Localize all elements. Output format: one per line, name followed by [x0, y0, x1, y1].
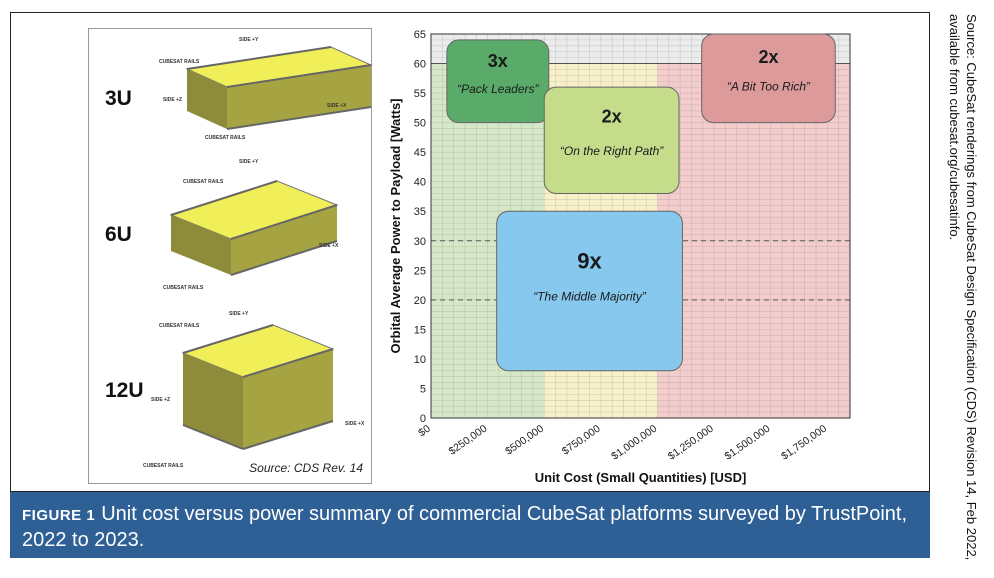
- y-tick-label-5: 25: [414, 265, 426, 277]
- x-tick-label-5: $1,250,000: [666, 423, 716, 463]
- rendering-12u-label-0: CUBESAT RAILS: [159, 323, 200, 329]
- group-box-3: [496, 210, 683, 372]
- rendering-6u-label-3: CUBESAT RAILS: [163, 285, 204, 291]
- group-count-2: 2x: [758, 47, 778, 67]
- rendering-3u-label-4: CUBESAT RAILS: [205, 135, 246, 141]
- rendering-12u-label-4: CUBESAT RAILS: [143, 463, 184, 469]
- y-tick-label-4: 20: [414, 295, 426, 307]
- rendering-6u-label-0: CUBESAT RAILS: [183, 179, 224, 185]
- y-tick-label-8: 40: [414, 177, 426, 189]
- y-tick-label-1: 5: [420, 383, 426, 395]
- rendering-6u-label-1: SIDE +Y: [239, 159, 259, 165]
- plot-border: [430, 33, 851, 419]
- group-count-3: 9x: [577, 249, 602, 274]
- rendering-3u-label-1: SIDE +Y: [239, 37, 259, 43]
- group-box-0: [446, 39, 550, 124]
- y-tick-label-7: 35: [414, 206, 426, 218]
- rendering-12u-label-3: SIDE +X: [345, 421, 365, 427]
- rendering-3u-label-3: SIDE +X: [327, 103, 347, 109]
- cubesat-3u-label: 3U: [105, 87, 132, 110]
- y-tick-label-3: 15: [414, 324, 426, 336]
- group-count-0: 3x: [488, 51, 508, 71]
- x-tick-label-7: $1,750,000: [779, 423, 829, 463]
- x-tick-label-4: $1,000,000: [609, 423, 659, 463]
- x-tick-label-1: $250,000: [447, 423, 490, 458]
- y-tick-label-6: 30: [414, 236, 426, 248]
- x-tick-label-6: $1,500,000: [723, 423, 773, 463]
- cubesat-6u-label: 6U: [105, 223, 132, 246]
- y-tick-label-12: 60: [414, 59, 426, 71]
- rendering-3u-label-2: SIDE +Z: [163, 97, 183, 103]
- rendering-3u-label-0: CUBESAT RAILS: [159, 59, 200, 65]
- y-tick-label-11: 55: [414, 88, 426, 100]
- x-tick-label-3: $750,000: [560, 423, 603, 458]
- caption-label: FIGURE 1: [22, 507, 96, 524]
- y-tick-label-13: 65: [414, 29, 426, 41]
- rendering-12u-label-2: SIDE +Z: [151, 397, 171, 403]
- rendering-12u-label-1: SIDE +Y: [229, 311, 249, 317]
- x-tick-label-0: $0: [416, 423, 433, 440]
- side-source-note: Source: CubeSat renderings from CubeSat …: [947, 14, 979, 561]
- y-tick-label-9: 45: [414, 147, 426, 159]
- cubesat-renderings: [169, 46, 373, 450]
- group-count-1: 2x: [602, 106, 622, 126]
- y-axis-label: Orbital Average Power to Payload [Watts]: [388, 99, 403, 354]
- group-box-1: [543, 86, 680, 195]
- group-name-1: “On the Right Path”: [560, 144, 664, 158]
- cost-power-chart: 3x “Pack Leaders” 2x “On the Right Path” 2x “…: [388, 29, 851, 485]
- cubesat-3u-rendering: [185, 46, 373, 130]
- x-tick-label-2: $500,000: [503, 423, 546, 458]
- rendering-6u-label-2: SIDE +X: [319, 243, 339, 249]
- cubesat-6u-rendering: [169, 180, 339, 276]
- cubesat-renderings-panel: 3U 6U 12U CUBESAT RAILS SIDE +Y SIDE +Z …: [88, 28, 373, 484]
- caption-text: Unit cost versus power summary of commer…: [22, 503, 908, 551]
- group-box-2: [701, 33, 836, 124]
- y-tick-label-2: 10: [414, 354, 426, 366]
- cubesat-12u-label: 12U: [105, 379, 144, 402]
- renderings-source: Source: CDS Rev. 14: [249, 461, 363, 475]
- group-name-3: “The Middle Majority”: [533, 290, 647, 304]
- x-axis-label: Unit Cost (Small Quantities) [USD]: [535, 470, 747, 485]
- group-name-2: “A Bit Too Rich”: [727, 80, 811, 94]
- cubesat-12u-rendering: [181, 324, 335, 450]
- group-name-0: “Pack Leaders”: [457, 82, 539, 96]
- y-tick-label-0: 0: [420, 413, 426, 425]
- y-tick-label-10: 50: [414, 118, 426, 130]
